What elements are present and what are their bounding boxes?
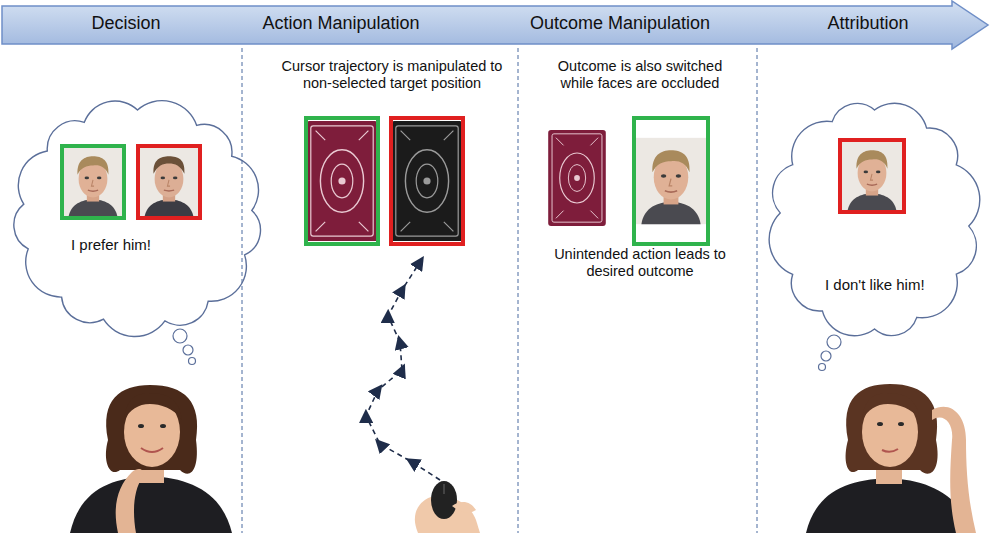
- face-pair: [62, 146, 200, 218]
- woman-pondering: [806, 384, 976, 533]
- thought-trail: [173, 329, 196, 365]
- occluded-card: [548, 130, 606, 226]
- section-header: Outcome Manipulation: [504, 13, 736, 35]
- woman-thinking: [70, 385, 232, 533]
- cursor-trajectory: [366, 262, 440, 480]
- section-header: Decision: [26, 13, 226, 35]
- step-note: Unintended action leads to desired outco…: [538, 246, 743, 281]
- timeline-arrow: [2, 1, 988, 49]
- step-note: Outcome is also switched while faces are…: [545, 58, 735, 93]
- step-note: Cursor trajectory is manipulated to non-…: [266, 58, 518, 93]
- attributed-face: [840, 140, 904, 212]
- selected-face: [634, 118, 708, 244]
- cloud-outline: [762, 92, 987, 347]
- thought-cloud: I don't like him!: [762, 92, 987, 347]
- section-header: Attribution: [768, 13, 968, 35]
- cloud-outline: [769, 103, 980, 336]
- hand-on-mouse: [415, 481, 480, 533]
- thought-cloud: I prefer him!: [5, 92, 270, 342]
- card-pair: [306, 118, 463, 244]
- cloud-outline: [5, 92, 270, 342]
- section-header: Action Manipulation: [225, 13, 457, 35]
- thought-trail: [819, 335, 842, 371]
- thought-text: I don't like him!: [825, 276, 925, 294]
- section-separators: [242, 48, 757, 533]
- cloud-outline: [14, 101, 261, 337]
- thought-text: I prefer him!: [71, 236, 151, 254]
